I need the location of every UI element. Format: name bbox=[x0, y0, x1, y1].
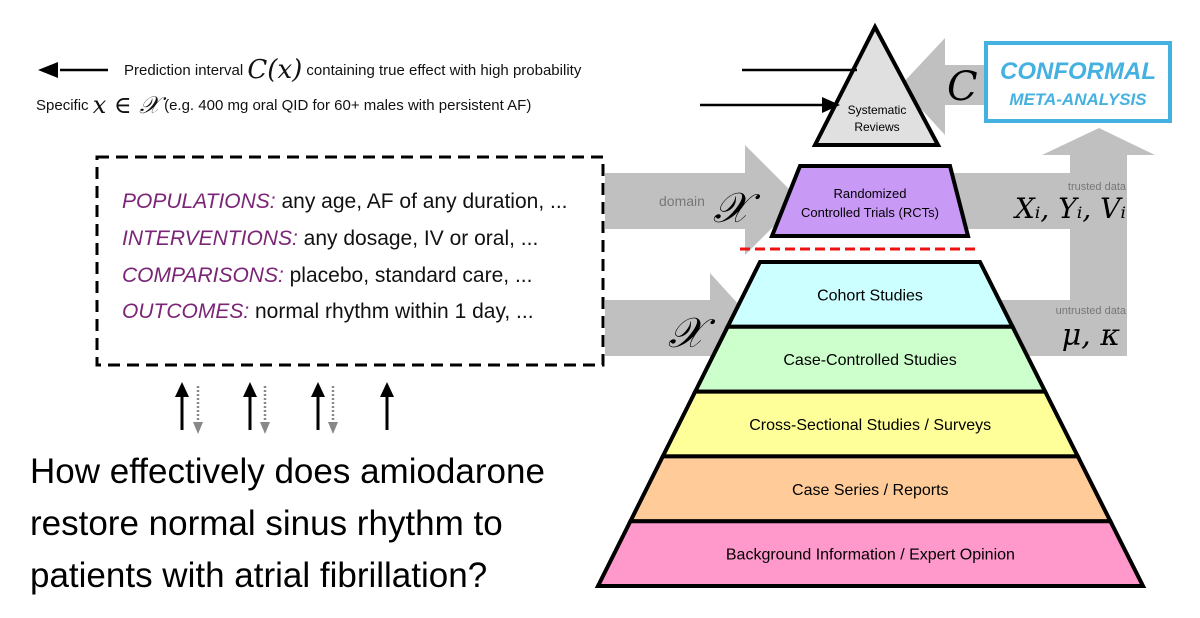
up-arrowhead bbox=[243, 382, 257, 397]
specific-prefix: Specific bbox=[36, 97, 89, 114]
pico-value: any age, AF of any duration, ... bbox=[275, 190, 568, 213]
domain-arrow bbox=[605, 145, 800, 255]
pico-value: any dosage, IV or oral, ... bbox=[297, 227, 539, 250]
rct-label-2: Controlled Trials (RCTs) bbox=[801, 205, 939, 220]
conformal-meta-analysis-box: CONFORMAL META-ANALYSIS bbox=[984, 41, 1172, 123]
up-arrowhead bbox=[311, 382, 325, 397]
pico-box bbox=[95, 155, 605, 367]
up-arrowhead bbox=[175, 382, 189, 397]
pico-outcomes: OUTCOMES: normal rhythm within 1 day, ..… bbox=[122, 299, 534, 325]
pico-key: OUTCOMES: bbox=[122, 300, 250, 323]
pico-populations: POPULATIONS: any age, AF of any duration… bbox=[122, 189, 568, 215]
down-arrowhead bbox=[260, 422, 270, 434]
pico-comparisons: COMPARISONS: placebo, standard care, ... bbox=[122, 263, 532, 289]
c-arrow bbox=[900, 38, 985, 135]
apex-triangle bbox=[811, 22, 942, 147]
pico-key: COMPARISONS: bbox=[122, 264, 284, 287]
untrusted-symbol: μ, κ bbox=[1062, 318, 1121, 353]
pyramid-tier-label: Background Information / Expert Opinion bbox=[726, 547, 1015, 564]
pyramid-tier bbox=[594, 519, 1147, 588]
pico-value: normal rhythm within 1 day, ... bbox=[249, 300, 534, 323]
apex-label-2: Reviews bbox=[854, 120, 899, 134]
pyramid-tier-label: Case Series / Reports bbox=[792, 482, 949, 499]
conformal-subtitle: META-ANALYSIS bbox=[1009, 90, 1147, 109]
pyramid-tier-label: Cohort Studies bbox=[817, 287, 923, 304]
pyramid-tier-label: Case-Controlled Studies bbox=[783, 352, 956, 369]
rct-tier bbox=[769, 164, 971, 238]
untrusted-label: untrusted data bbox=[1056, 305, 1127, 317]
trusted-symbol: Xᵢ, Yᵢ, Vᵢ bbox=[1013, 192, 1126, 225]
question-line-3: patients with atrial fibrillation? bbox=[30, 556, 488, 595]
trusted-band bbox=[940, 173, 1127, 229]
prediction-math: C(x) bbox=[247, 55, 303, 85]
research-question: How effectively does amiodarone restore … bbox=[30, 446, 545, 602]
query-arrows bbox=[175, 382, 394, 434]
c-symbol: C bbox=[947, 64, 978, 110]
pyramid-tier-label: Cross-Sectional Studies / Surveys bbox=[749, 417, 991, 434]
pico-key: INTERVENTIONS: bbox=[122, 227, 298, 250]
trusted-label: trusted data bbox=[1068, 181, 1127, 193]
prediction-prefix: Prediction interval bbox=[124, 62, 244, 79]
prediction-annotation: Prediction interval C(x) containing true… bbox=[124, 56, 581, 85]
pico-value: placebo, standard care, ... bbox=[283, 264, 533, 287]
down-arrowhead bbox=[193, 422, 203, 434]
pico-key: POPULATIONS: bbox=[122, 190, 276, 213]
specific-math: x ∈ 𝒳 bbox=[92, 91, 160, 119]
specific-annotation: Specific x ∈ 𝒳 (e.g. 400 mg oral QID for… bbox=[36, 91, 531, 120]
question-line-2: restore normal sinus rhythm to bbox=[30, 504, 503, 543]
domain-label: domain bbox=[659, 193, 705, 209]
pico-interventions: INTERVENTIONS: any dosage, IV or oral, .… bbox=[122, 226, 538, 252]
rct-label-1: Randomized bbox=[834, 186, 907, 201]
prediction-suffix: containing true effect with high probabi… bbox=[306, 62, 582, 79]
question-line-1: How effectively does amiodarone bbox=[30, 452, 545, 491]
up-arrowhead bbox=[380, 382, 394, 397]
specific-arrowhead bbox=[822, 97, 840, 113]
prediction-arrowhead bbox=[38, 62, 58, 78]
apex-label-1: Systematic bbox=[848, 103, 907, 117]
specific-suffix: (e.g. 400 mg oral QID for 60+ males with… bbox=[164, 97, 532, 114]
down-arrowhead bbox=[328, 422, 338, 434]
conformal-title: CONFORMAL bbox=[1000, 58, 1156, 85]
